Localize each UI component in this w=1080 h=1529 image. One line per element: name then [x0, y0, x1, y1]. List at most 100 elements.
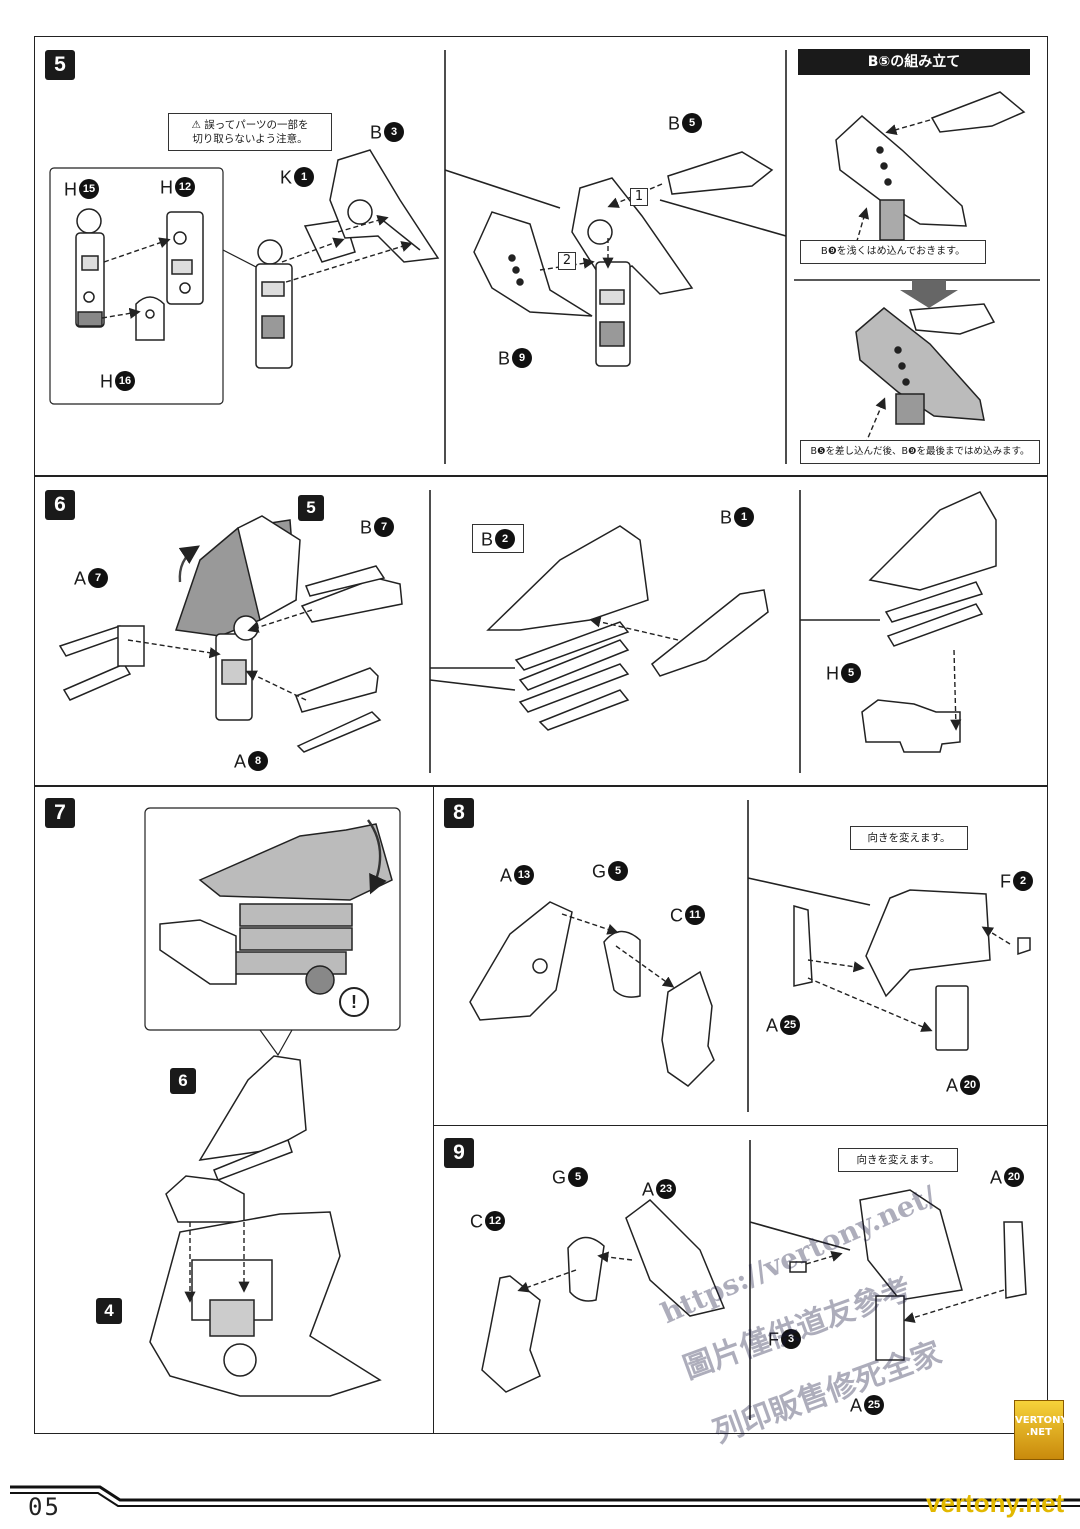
part-letter: C	[470, 1211, 483, 1232]
step-number-6: 6	[45, 490, 75, 520]
part-letter: F	[768, 1329, 779, 1350]
part-number-badge: 25	[780, 1015, 801, 1036]
part-letter: A	[500, 865, 513, 886]
part-number-badge: 8	[248, 751, 269, 772]
assembly-title: B⑤の組み立て	[798, 49, 1030, 75]
part-letter: B	[720, 507, 733, 528]
part-number-badge: 2	[1013, 871, 1033, 892]
part-letter: H	[100, 371, 113, 392]
step-9-panel	[433, 1125, 1048, 1434]
page-number: 05	[28, 1493, 61, 1521]
step-number-7: 7	[45, 798, 75, 828]
part-number-badge: 12	[485, 1211, 505, 1232]
part-number-badge: 7	[374, 517, 395, 538]
part-letter: H	[826, 663, 839, 684]
caution-line-2: 切り取らないよう注意。	[192, 133, 308, 145]
part-letter: H	[64, 179, 77, 200]
caution-line-1: ⚠ 誤ってパーツの一部を	[191, 119, 309, 131]
site-watermark: vertony.net	[926, 1488, 1065, 1518]
part-letter: A	[74, 568, 87, 589]
rotate-note-step9: 向きを変えます。	[838, 1148, 958, 1172]
shallow-insert-note: B❾を浅くはめ込んでおきます。	[800, 240, 986, 264]
part-letter: B	[498, 348, 511, 369]
part-letter: B	[668, 113, 681, 134]
svg-text:!: !	[351, 992, 357, 1012]
part-number-badge: 5	[608, 861, 629, 882]
part-letter: G	[552, 1167, 567, 1188]
order-marker-1: 1	[630, 188, 648, 206]
step-number-9: 9	[444, 1138, 474, 1168]
step5-parts	[75, 91, 1026, 425]
part-letter: B	[360, 517, 373, 538]
part-number-badge: 5	[568, 1167, 589, 1188]
part-letter: K	[280, 167, 293, 188]
part-letter: C	[670, 905, 683, 926]
part-number-badge: 20	[1004, 1167, 1025, 1188]
part-number-badge: 15	[79, 179, 99, 200]
part-letter: A	[766, 1015, 779, 1036]
part-number-badge: 20	[960, 1075, 981, 1096]
part-number-badge: 16	[115, 371, 135, 392]
part-letter: A	[234, 751, 247, 772]
part-letter: A	[850, 1395, 863, 1416]
vertony-badge: VERTONY .NET	[1014, 1400, 1068, 1460]
part-number-badge: 13	[514, 865, 535, 886]
part-number-badge: 12	[175, 177, 195, 198]
caution-note: ⚠ 誤ってパーツの一部を 切り取らないよう注意。	[168, 113, 332, 151]
part-number-badge: 25	[864, 1395, 885, 1416]
part-letter: B	[481, 529, 494, 550]
step-number-8: 8	[444, 798, 474, 828]
part-number-badge: 9	[512, 348, 533, 369]
part-number-badge: 3	[384, 122, 405, 143]
rotate-note-step8: 向きを変えます。	[850, 826, 968, 850]
step-6-panel	[34, 476, 1048, 786]
part-number-badge: 5	[841, 663, 861, 684]
part-letter: G	[592, 861, 607, 882]
order-marker-2: 2	[558, 252, 576, 270]
part-number-badge: 11	[685, 905, 705, 926]
sub-step-5: 5	[298, 495, 324, 521]
part-number-badge: 7	[88, 568, 109, 589]
part-number-badge: 2	[495, 529, 516, 550]
step8-parts	[469, 889, 1031, 1087]
part-letter: A	[946, 1075, 959, 1096]
sub-step-4: 4	[96, 1298, 122, 1324]
part-letter: A	[990, 1167, 1003, 1188]
part-letter: F	[1000, 871, 1011, 892]
step6-parts	[58, 491, 997, 753]
step-5-panel	[34, 36, 1048, 476]
part-letter: B	[370, 122, 383, 143]
full-insert-note: B❺を差し込んだ後、B❾を最後まではめ込みます。	[800, 440, 1040, 464]
part-number-badge: 3	[781, 1329, 801, 1350]
part-letter: A	[642, 1179, 655, 1200]
step7-parts	[149, 823, 393, 1397]
sub-step-6: 6	[170, 1068, 196, 1094]
part-number-badge: 5	[682, 113, 703, 134]
